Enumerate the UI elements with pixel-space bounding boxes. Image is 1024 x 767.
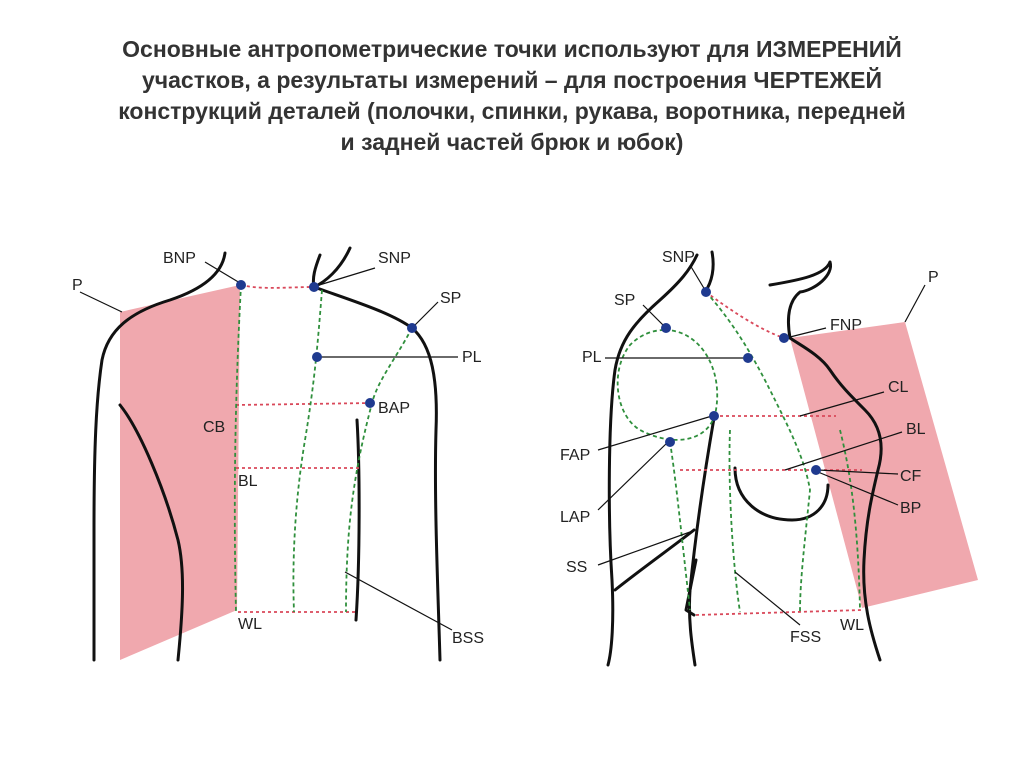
back-neck-line: [240, 284, 315, 289]
label-front-fss: FSS: [790, 629, 821, 646]
back-view: P BNP SNP SP PL BAP CB BL WL BSS: [72, 246, 484, 662]
title-line-3: конструкций деталей (полочки, спинки, ру…: [118, 98, 906, 124]
label-front-ss: SS: [566, 559, 587, 576]
label-back-bss: BSS: [452, 630, 484, 647]
leader-front-lap: [597, 441, 669, 511]
leader-back-p: [79, 291, 123, 313]
label-front-fnp: FNP: [830, 317, 862, 334]
leader-front-sp: [642, 304, 666, 328]
back-centre-line: [233, 284, 242, 613]
front-armhole-circle: [616, 329, 719, 441]
back-across-line: [235, 402, 373, 406]
page-title: Основные антропометрические точки исполь…: [40, 34, 984, 158]
back-armhole-line: [345, 327, 413, 613]
front-point-lap: [665, 437, 675, 447]
back-shoulder-outline: [312, 285, 442, 662]
title-line-2: участков, а результаты измерений – для п…: [141, 67, 883, 93]
front-neck-outline: [768, 260, 832, 340]
front-shoulder-outline: [703, 250, 715, 294]
front-point-fap: [709, 411, 719, 421]
title-line-1: Основные антропометрические точки исполь…: [122, 36, 902, 62]
leader-front-ss: [597, 531, 691, 566]
leader-back-snp: [315, 267, 376, 287]
label-back-bap: BAP: [378, 400, 410, 417]
front-arm-crease-outline: [684, 558, 698, 617]
label-front-fap: FAP: [560, 447, 590, 464]
front-point-bp: [811, 465, 821, 475]
label-front-bl: BL: [906, 421, 926, 438]
label-front-sp: SP: [614, 292, 635, 309]
front-point-snp: [701, 287, 711, 297]
back-point-pl: [312, 352, 322, 362]
label-front-snp: SNP: [662, 249, 695, 266]
front-view: SNP P SP FNP PL CL BL FAP CF BP LAP SS F…: [560, 249, 978, 667]
label-front-pl: PL: [582, 349, 602, 366]
leader-front-fss: [734, 571, 801, 626]
label-back-bl: BL: [238, 473, 258, 490]
leader-front-bp: [817, 471, 899, 506]
leader-back-sp: [413, 301, 439, 327]
front-side-seam-line: [728, 429, 741, 613]
label-front-lap: LAP: [560, 509, 590, 526]
label-front-p: P: [928, 269, 939, 286]
front-neck-back-outline: [606, 253, 699, 667]
label-front-wl: WL: [840, 617, 864, 634]
label-back-cb: CB: [203, 419, 225, 436]
label-back-snp: SNP: [378, 250, 411, 267]
label-back-pl: PL: [462, 349, 482, 366]
label-front-cl: CL: [888, 379, 909, 396]
back-princess-line: [292, 289, 323, 613]
title-line-4: и задней частей брюк и юбок): [340, 129, 684, 155]
front-princess-line: [705, 291, 811, 613]
label-front-bp: BP: [900, 500, 921, 517]
front-point-fnp: [779, 333, 789, 343]
front-point-pl: [743, 353, 753, 363]
front-torso-centre-outline: [687, 416, 716, 667]
front-arm-outline: [613, 528, 696, 592]
back-reference-plane: [120, 285, 240, 660]
back-underarm-outline: [354, 418, 361, 622]
leader-front-fnp: [785, 327, 827, 339]
leader-front-cl: [799, 391, 885, 417]
back-point-bap: [365, 398, 375, 408]
back-point-snp: [309, 282, 319, 292]
leader-front-cf: [817, 469, 899, 475]
leader-back-bnp: [204, 261, 241, 284]
front-centre-line: [839, 429, 861, 611]
label-front-cf: CF: [900, 468, 922, 485]
back-neck-outline: [92, 251, 227, 662]
back-arm-inner-outline: [118, 403, 184, 662]
leader-front-snp: [689, 264, 706, 291]
front-neck-line: [705, 291, 785, 339]
leader-front-fap: [597, 415, 713, 451]
leader-front-p: [904, 284, 926, 323]
back-point-sp: [407, 323, 417, 333]
leader-back-bss: [344, 571, 453, 631]
label-back-p: P: [72, 277, 83, 294]
label-back-sp: SP: [440, 290, 461, 307]
front-side-line: [669, 441, 691, 611]
label-back-bnp: BNP: [163, 250, 196, 267]
front-bust-outline: [733, 466, 830, 522]
label-back-wl: WL: [238, 616, 262, 633]
front-chest-outline: [788, 336, 883, 662]
front-reference-plane: [790, 322, 978, 608]
leader-front-bl: [784, 431, 903, 471]
front-waist-line: [695, 609, 863, 616]
front-point-sp: [661, 323, 671, 333]
back-point-bnp: [236, 280, 246, 290]
